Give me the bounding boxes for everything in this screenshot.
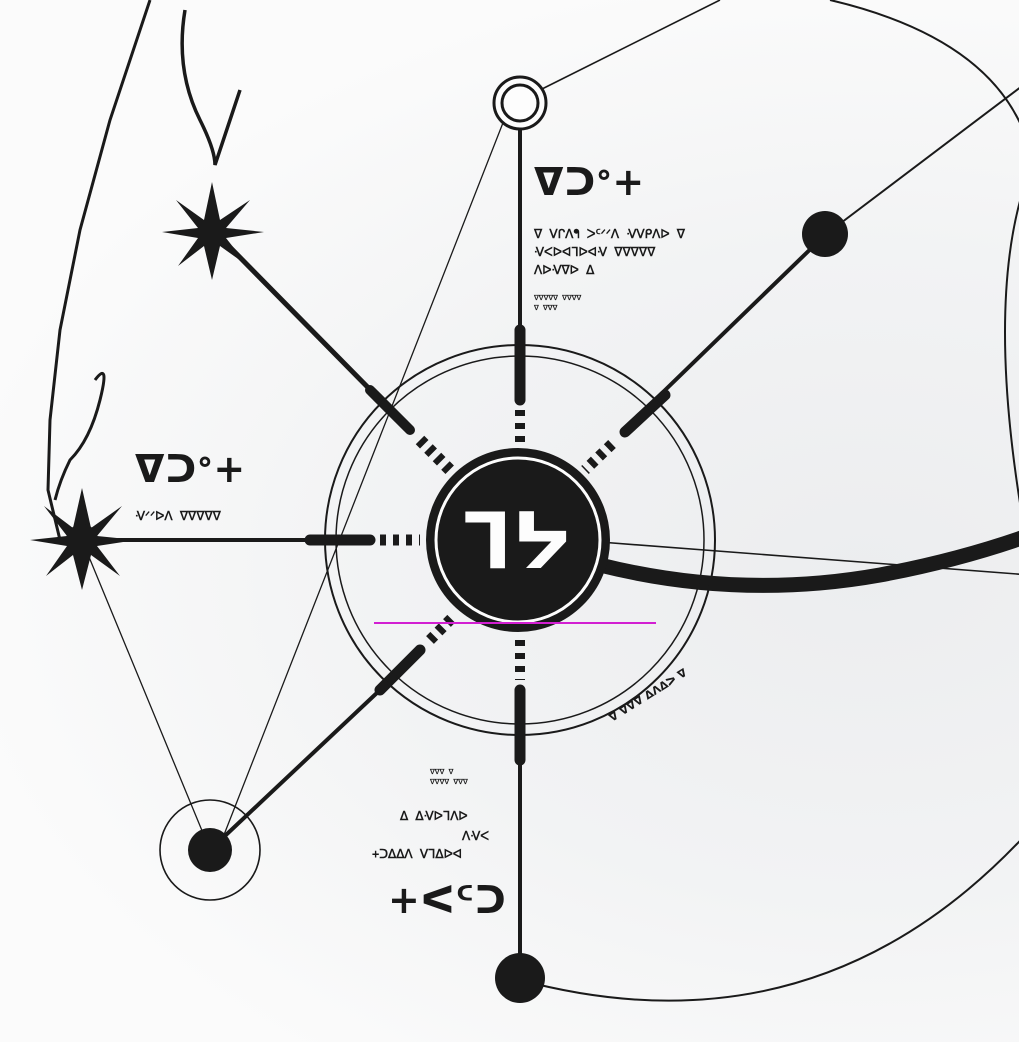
outer-arc-right bbox=[830, 0, 1019, 150]
bottom-label-title: +ᐸᑦᑐ bbox=[388, 878, 507, 922]
top-label-line-2: ᐺᐸᐅᐊᒣᐅᐊᐺ ᐁᐁᐁᐁᐁ bbox=[534, 244, 655, 260]
upper-right-node bbox=[802, 211, 848, 257]
bottom-label-line-1: ᐃ ᐃᐺᐅᒣᐱᐅ bbox=[400, 808, 468, 824]
hand-drawn-line-top bbox=[182, 10, 240, 165]
top-label-small-2: ᐁ ᐁᐁᐁ bbox=[534, 304, 557, 313]
top-label-line-1: ᐁ ᐯᒋᐱᖳ ᐳᑦᐟᐟᐱ ᐺᐯᑭᐱᐅ ᐁ bbox=[534, 226, 685, 242]
spoke-upper-right bbox=[660, 235, 825, 395]
spoke-upper-right-dash bbox=[585, 444, 612, 470]
spoke-upper-left-dash bbox=[420, 440, 450, 470]
hand-drawn-loop-left bbox=[55, 373, 104, 500]
bottom-label-small-1: ᐁᐁᐁ ᐁ bbox=[430, 768, 453, 777]
top-label-line-3: ᐱᐅᐺᐁᐅ ᐃ bbox=[534, 262, 594, 278]
spoke-lower-left-dash bbox=[430, 615, 455, 640]
spoke-right-swoosh bbox=[600, 535, 1019, 585]
top-label-small-1: ᐁᐁᐁᐁᐁ ᐁᐁᐁᐁ bbox=[534, 294, 581, 303]
left-label-line-1: ᐺᐟᐟᐅᐱ ᐁᐁᐁᐁᐁ bbox=[135, 508, 221, 524]
outer-arc-far-right bbox=[1005, 170, 1019, 560]
left-label-title: ᐁᑐᐤ+ bbox=[135, 447, 246, 491]
bottom-label-small-2: ᐁᐁᐁᐁ ᐁᐁᐁ bbox=[430, 778, 468, 787]
bottom-node bbox=[495, 953, 545, 1003]
top-label-title: ᐁᑐᐤ+ bbox=[534, 160, 645, 204]
spoke-upper-right-thick bbox=[625, 395, 665, 432]
star-left bbox=[30, 488, 136, 590]
spoke-lower-left bbox=[210, 690, 380, 850]
center-glyph: ᒣᔭ bbox=[463, 497, 572, 587]
bottom-label-line-3: +ᑐᐃᐃᐱ ᐯᒣᐃᐅᐊ bbox=[372, 846, 462, 862]
spoke-upper-right-ext bbox=[825, 80, 1019, 235]
bottom-label-line-2: ᐱᐺᐸ bbox=[462, 828, 489, 844]
spoke-lower-left-thick bbox=[380, 650, 420, 690]
connector-top-node-right bbox=[540, 0, 720, 90]
lower-left-node bbox=[188, 828, 232, 872]
outer-arc-bottom bbox=[520, 830, 1019, 1001]
